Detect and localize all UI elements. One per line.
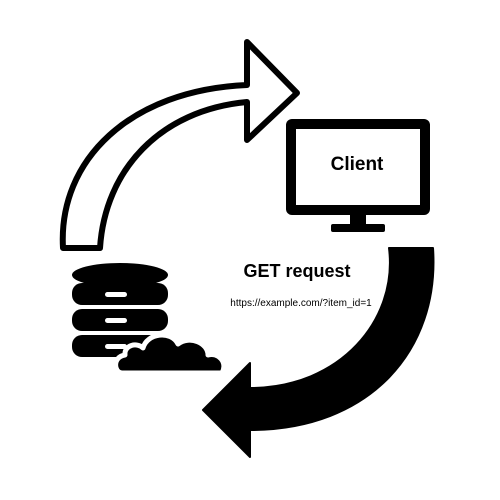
request-method-label: GET request [243, 261, 350, 281]
request-url: https://example.com/?item_id=1 [230, 298, 372, 309]
incoming-curved-arrow [202, 247, 435, 458]
outgoing-curved-arrow [59, 39, 300, 251]
client-label: Client [331, 154, 384, 175]
monitor-icon [286, 119, 430, 232]
database-icon [72, 263, 168, 357]
cloud-icon [113, 332, 227, 376]
